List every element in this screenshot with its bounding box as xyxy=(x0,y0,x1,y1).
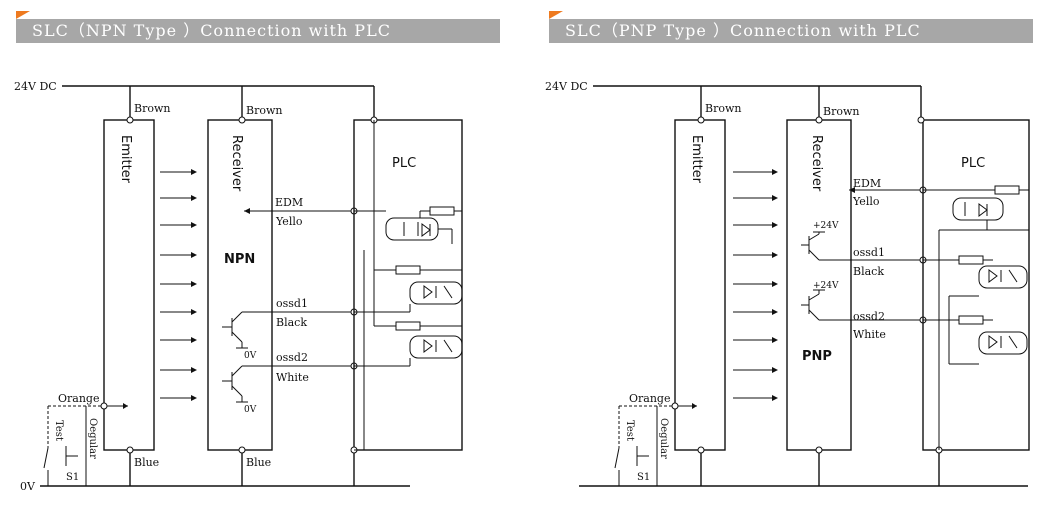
npn-0v-label-2: 0V xyxy=(244,405,257,415)
pnp-test-label: Test xyxy=(624,420,635,441)
npn-yellow-label: Yello xyxy=(275,215,303,228)
pnp-orange-label: Orange xyxy=(629,392,670,405)
pnp-plus24-label-2: +24V xyxy=(813,281,839,291)
npn-light-beams xyxy=(160,169,197,401)
pnp-plc-internal xyxy=(923,185,1029,450)
npn-wiring-diagram: 24V DC 0V Emitter Brown Blue Receiver NP… xyxy=(14,80,463,493)
pnp-title-accent xyxy=(549,11,563,19)
npn-ground-label: 0V xyxy=(20,480,36,493)
npn-white-label: White xyxy=(276,371,309,384)
pnp-yellow-label: Yello xyxy=(852,195,880,208)
npn-supply-label: 24V DC xyxy=(14,80,57,93)
pnp-light-beams xyxy=(733,169,778,401)
npn-ossd1-label: ossd1 xyxy=(276,297,308,310)
npn-ossd1-transistor xyxy=(222,311,272,349)
pnp-plus24-label-1: +24V xyxy=(813,221,839,231)
pnp-plc-label: PLC xyxy=(961,156,985,171)
npn-plc-internal xyxy=(354,120,463,451)
pnp-edm-label: EDM xyxy=(853,177,881,190)
npn-receiver-brown-label: Brown xyxy=(246,104,282,117)
npn-receiver-blue-label: Blue xyxy=(246,456,271,469)
pnp-s1-label: S1 xyxy=(637,472,650,483)
npn-plc-box xyxy=(353,119,463,451)
pnp-white-label: White xyxy=(853,328,886,341)
pnp-wiring-diagram: 24V DC Emitter Brown Receiver PNP Brown xyxy=(545,80,1030,487)
pnp-supply-label: 24V DC xyxy=(545,80,588,93)
pnp-ossd2-label: ossd2 xyxy=(853,310,885,323)
pnp-receiver-label: Receiver xyxy=(809,135,824,192)
pnp-ossd1-transistor xyxy=(801,231,849,261)
pnp-emitter-label: Emitter xyxy=(689,135,704,184)
npn-panel: SLC（NPN Type ）Connection with PLC 24V DC… xyxy=(14,11,500,493)
pnp-receiver-brown-label: Brown xyxy=(823,105,859,118)
npn-title: SLC（NPN Type ）Connection with PLC xyxy=(32,21,391,40)
npn-ossd2-transistor xyxy=(222,365,272,403)
pnp-black-label: Black xyxy=(853,265,884,278)
pnp-ossd2-transistor xyxy=(801,289,849,321)
npn-emitter-blue-label: Blue xyxy=(134,456,159,469)
npn-0v-label-1: 0V xyxy=(244,351,257,361)
npn-receiver-label: Receiver xyxy=(229,135,244,192)
pnp-emitter-brown-label: Brown xyxy=(705,102,741,115)
pnp-output-type: PNP xyxy=(802,349,832,364)
npn-output-type: NPN xyxy=(224,252,255,267)
npn-black-label: Black xyxy=(276,316,307,329)
pnp-title-bar: SLC（PNP Type ）Connection with PLC xyxy=(549,19,1033,43)
npn-title-accent xyxy=(16,11,30,19)
npn-oegular-label: Oegular xyxy=(87,418,98,459)
pnp-ossd1-label: ossd1 xyxy=(853,246,885,259)
npn-edm-label: EDM xyxy=(275,196,303,209)
pnp-panel: SLC（PNP Type ）Connection with PLC 24V DC… xyxy=(523,0,1046,518)
pnp-title: SLC（PNP Type ）Connection with PLC xyxy=(565,21,921,40)
npn-orange-label: Orange xyxy=(58,392,99,405)
npn-emitter-brown-label: Brown xyxy=(134,102,170,115)
npn-ossd2-label: ossd2 xyxy=(276,351,308,364)
npn-s1-label: S1 xyxy=(66,472,79,483)
npn-plc-label: PLC xyxy=(392,156,416,171)
npn-title-bar: SLC（NPN Type ）Connection with PLC xyxy=(16,19,500,43)
npn-test-label: Test xyxy=(53,420,64,441)
pnp-plc-box xyxy=(922,119,1030,451)
npn-emitter-label: Emitter xyxy=(118,135,133,184)
pnp-oegular-label: Oegular xyxy=(658,418,669,459)
